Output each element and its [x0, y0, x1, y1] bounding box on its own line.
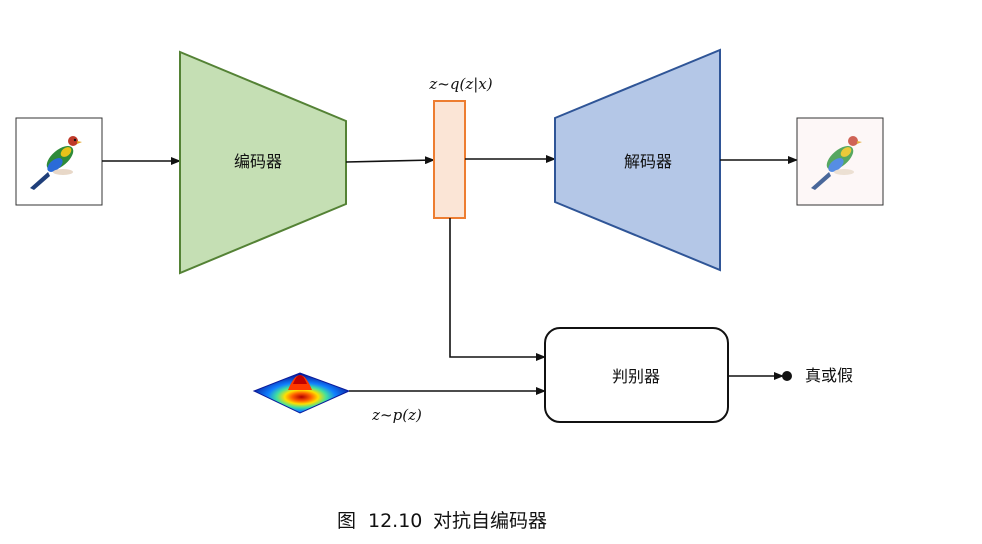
latent-to-discriminator-arrow [449, 218, 546, 361]
output-node [782, 371, 792, 381]
encoder-block [179, 50, 347, 275]
input-image [15, 117, 103, 206]
figure-caption: 图 12.10 对抗自编码器 [337, 510, 547, 532]
discriminator-label: 判别器 [612, 367, 660, 386]
figure-number: 12.10 [368, 510, 422, 532]
prior-distribution-label: z~p(z) [371, 406, 422, 424]
gaussian-prior-icon [252, 372, 351, 414]
decoder-label: 解码器 [624, 152, 672, 171]
bird-icon [30, 136, 82, 190]
real-or-fake-label: 真或假 [805, 366, 853, 385]
output-image [796, 117, 884, 206]
encoder-to-latent-arrow [345, 156, 435, 165]
reconstructed-bird-icon [811, 136, 862, 190]
latent-distribution-label: z~q(z|x) [428, 75, 492, 93]
decoder-block [554, 48, 721, 272]
encoder-label: 编码器 [234, 152, 282, 171]
figure-label: 图 [337, 510, 356, 532]
discriminator-block [544, 327, 729, 423]
latent-code-block [433, 100, 466, 219]
figure-title: 对抗自编码器 [433, 510, 547, 532]
